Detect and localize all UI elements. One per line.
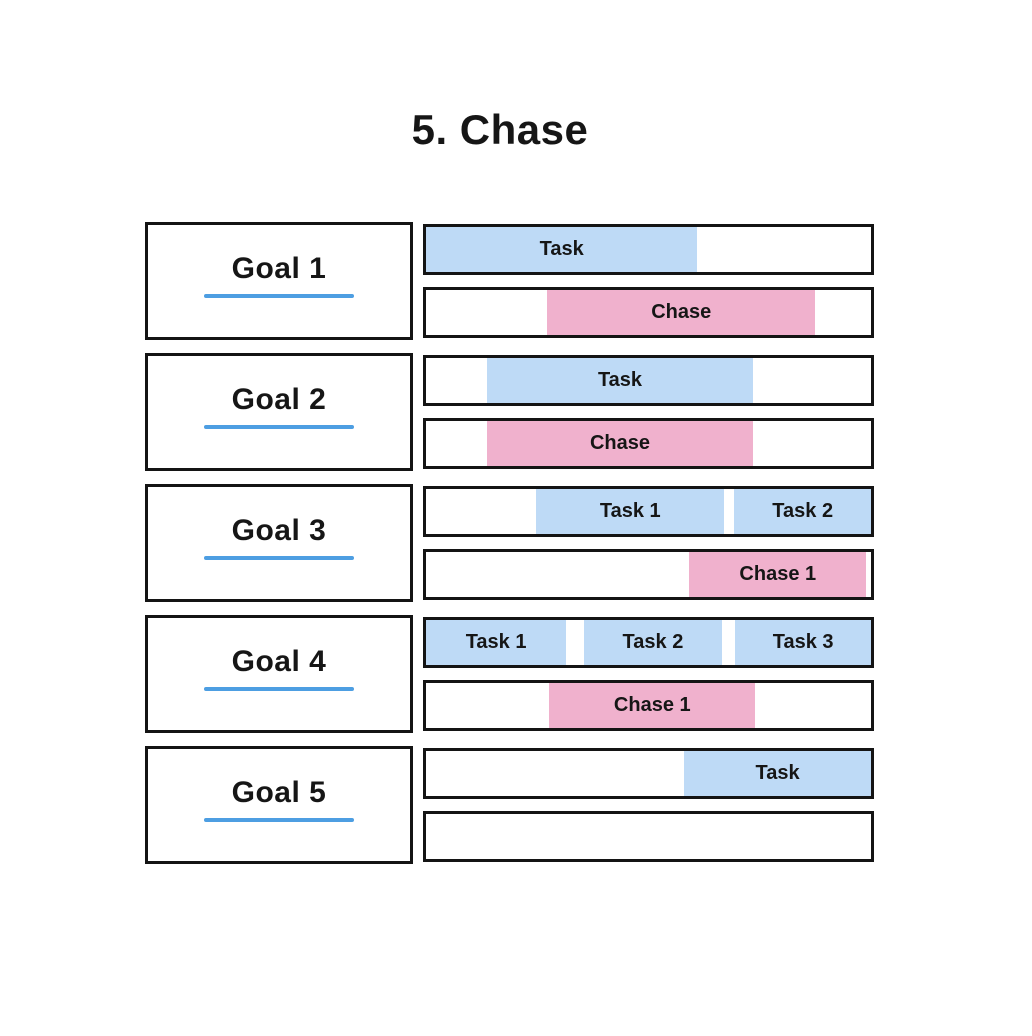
goal-label-group: Goal 5 [204,776,354,822]
bar-label: Task 3 [772,631,834,653]
bar-label: Task 2 [772,500,834,522]
goal-box: Goal 3 [145,484,413,602]
goal-box: Goal 1 [145,222,413,340]
goal-underline [204,687,354,691]
chase-bar: Chase 1 [549,683,756,728]
goal-box: Goal 2 [145,353,413,471]
bar-label: Task 1 [599,500,661,522]
chase-bar: Chase [547,290,815,335]
goal-section: Goal 5 Task [145,746,874,864]
bar-label: Task [539,238,584,260]
chase-row: Chase 1 [423,549,874,600]
goal-label: Goal 4 [231,645,327,678]
bar-rows: Task [423,746,874,864]
bar-label: Chase 1 [613,694,691,716]
page-title: 5. Chase [411,106,589,153]
goal-underline [204,556,354,560]
task-bar: Task [684,751,871,796]
bar-rows: Task 1 Task 2 Task 3 Chase 1 [423,615,874,733]
goal-label: Goal 3 [231,514,327,547]
goal-label: Goal 2 [231,383,327,416]
chase-row [423,811,874,862]
goal-label-group: Goal 1 [204,252,354,298]
goal-box: Goal 4 [145,615,413,733]
goal-label: Goal 1 [231,252,327,285]
bar-label: Task 1 [465,631,527,653]
task-bar: Task 2 [583,620,722,665]
bar-label: Chase [589,432,651,454]
task-bar: Task [486,358,754,403]
goal-label-group: Goal 3 [204,514,354,560]
task-row: Task 1 Task 2 Task 3 [423,617,874,668]
goal-underline [204,294,354,298]
bar-label: Chase [651,301,712,323]
chase-bar: Chase 1 [689,552,867,597]
bar-label: Task 2 [622,631,684,653]
goal-section: Goal 3 Task 1 Task 2 Chase 1 [145,484,874,602]
task-row: Task [423,224,874,275]
goal-label: Goal 5 [231,776,327,809]
goal-box: Goal 5 [145,746,413,864]
task-bar: Task 3 [735,620,871,665]
task-row: Task [423,355,874,406]
task-bar: Task 1 [426,620,567,665]
task-row: Task 1 Task 2 [423,486,874,537]
bar-label: Task [597,369,643,391]
task-bar: Task 1 [536,489,725,534]
chase-row: Chase 1 [423,680,874,731]
goal-label-group: Goal 4 [204,645,354,691]
task-bar: Task 2 [734,489,871,534]
bar-label: Task [755,762,800,784]
task-bar: Task [426,227,698,272]
goal-label-group: Goal 2 [204,383,354,429]
goal-underline [204,425,354,429]
goal-underline [204,818,354,822]
chase-row: Chase [423,418,874,469]
chase-row: Chase [423,287,874,338]
task-row: Task [423,748,874,799]
chase-bar: Chase [486,421,754,466]
goal-section: Goal 4 Task 1 Task 2 Task 3 Chase 1 [145,615,874,733]
bar-label: Chase 1 [739,563,817,585]
bar-rows: Task 1 Task 2 Chase 1 [423,484,874,602]
